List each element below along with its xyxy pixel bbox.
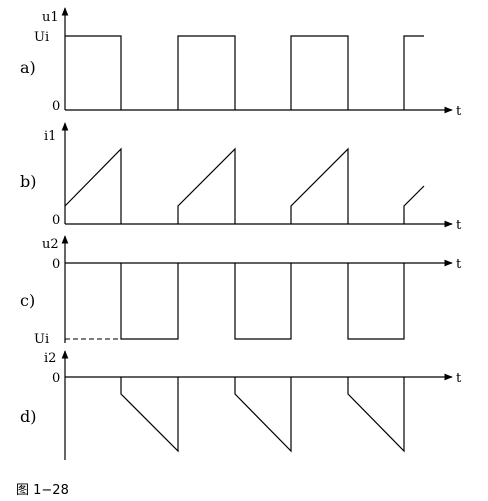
panel-a-zero-label: 0 xyxy=(52,99,60,114)
panel-c-label: c) xyxy=(20,291,35,310)
panel-d: i2 0 d) t xyxy=(20,350,462,460)
figure-caption: 图 1−28 xyxy=(16,483,69,498)
panel-c-time-label: t xyxy=(456,257,462,272)
panel-a-time-label: t xyxy=(456,104,462,119)
panel-b-time-label: t xyxy=(456,218,462,233)
panel-c-level-label: Ui xyxy=(34,332,49,347)
panel-c-signal-label: u2 xyxy=(42,237,59,252)
panel-c-zero-label: 0 xyxy=(52,257,60,272)
panel-c-u2-waveform xyxy=(120,263,405,340)
panel-d-time-label: t xyxy=(456,371,462,386)
panel-c: u2 0 Ui c) t xyxy=(20,235,462,347)
panel-d-label: d) xyxy=(20,407,36,426)
panel-d-zero-label: 0 xyxy=(52,371,60,386)
panel-a-u1-waveform xyxy=(65,35,424,110)
panel-b-label: b) xyxy=(20,172,36,191)
panel-a-level-label: Ui xyxy=(34,30,49,45)
panel-d-i2-waveform xyxy=(120,377,405,453)
panel-b-i1-waveform xyxy=(64,147,425,224)
panel-a: u1 Ui 0 a) t xyxy=(20,7,462,119)
panel-d-signal-label: i2 xyxy=(44,351,56,366)
panel-b-signal-label: i1 xyxy=(44,129,56,144)
panel-b-zero-label: 0 xyxy=(52,213,60,228)
panel-a-signal-label: u1 xyxy=(42,10,59,25)
panel-b: i1 0 b) t xyxy=(20,122,462,233)
panel-a-label: a) xyxy=(20,58,36,77)
